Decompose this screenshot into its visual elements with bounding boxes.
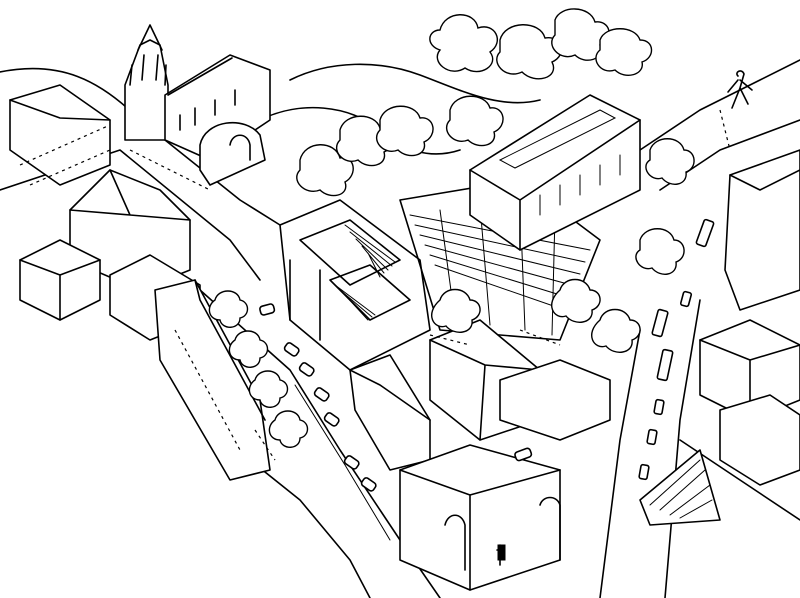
figure-at-entrance — [496, 544, 504, 566]
street-right-vertical — [599, 329, 641, 598]
car-8 — [259, 303, 276, 316]
texture-hatching — [19, 109, 731, 461]
lower-building-a-roof — [349, 369, 431, 421]
right-building-1-roof — [729, 169, 800, 191]
left-building-2-roof — [69, 169, 191, 221]
left-building-1 — [9, 84, 111, 186]
tree-cluster-middle — [296, 95, 695, 275]
central-building-stairs-2 — [334, 284, 376, 321]
car-12 — [638, 463, 650, 481]
upper-right-building-windows — [539, 154, 621, 216]
bus-1 — [651, 308, 669, 338]
street-main-diagonal-edge — [249, 459, 371, 598]
walking-figure — [727, 70, 753, 109]
lower-building-b-roof — [429, 339, 541, 441]
central-building-tier-2 — [329, 264, 411, 321]
long-block-left-windows — [174, 329, 241, 451]
upper-right-building-skylight — [498, 109, 617, 169]
church-chapel — [199, 121, 266, 186]
tree-cluster-top — [429, 8, 653, 80]
street-right-vertical-edge — [664, 299, 701, 598]
gothic-church — [124, 24, 271, 186]
central-building-tier-1 — [299, 219, 401, 286]
parked-cars — [259, 303, 533, 492]
triangle-kiosk — [639, 449, 721, 526]
church-roof-ridge — [167, 57, 233, 96]
car-4 — [323, 412, 340, 427]
car-5 — [343, 455, 360, 470]
lower-building-c — [499, 359, 611, 441]
people — [429, 70, 753, 566]
car-10 — [653, 398, 665, 416]
hatch-church-edge — [129, 149, 211, 191]
corner-building-turret — [539, 496, 561, 561]
plaza-pergola-cross — [439, 199, 556, 336]
hatch-right-street — [719, 109, 731, 151]
car-11 — [646, 428, 658, 446]
right-building-3 — [719, 394, 800, 486]
long-block-left-roofline — [194, 279, 266, 421]
upper-right-building-roof — [469, 119, 641, 251]
car-3 — [313, 387, 330, 402]
long-block-left — [154, 279, 271, 481]
corner-building-roof — [399, 469, 561, 591]
upper-right-long-building — [469, 94, 641, 251]
right-building-1 — [724, 149, 800, 311]
church-windows — [179, 89, 236, 131]
car-9 — [679, 290, 693, 308]
lower-central-buildings — [349, 319, 611, 591]
left-building-3-roof — [19, 259, 101, 321]
car-6 — [360, 477, 377, 492]
car-1 — [283, 342, 300, 357]
triangle-kiosk-hatch — [649, 459, 713, 519]
church-pinnacles — [129, 54, 167, 86]
church-tower — [124, 39, 169, 141]
moving-vehicles — [638, 218, 715, 481]
church-spire — [137, 24, 163, 51]
right-side-buildings — [639, 149, 800, 526]
central-building-stairs — [344, 224, 396, 278]
bus-2 — [656, 348, 674, 382]
hatch-lower-street — [254, 429, 276, 461]
central-stepped-building — [279, 199, 431, 371]
tree-cluster-plaza — [431, 278, 641, 353]
winding-path — [289, 63, 541, 104]
corner-building — [399, 444, 561, 591]
tree-row-left-street — [208, 290, 309, 448]
road-marking — [294, 384, 391, 541]
truck-1 — [695, 218, 715, 248]
church-chapel-arch — [229, 134, 251, 161]
trees — [208, 8, 695, 448]
corner-building-window-1 — [497, 544, 506, 561]
car-7 — [514, 447, 533, 462]
crowd-dots-plaza — [429, 329, 561, 346]
left-building-1-roof — [9, 99, 111, 121]
car-2 — [298, 362, 315, 377]
hatch-upper-left — [19, 124, 111, 186]
upper-right-building-body — [469, 94, 641, 251]
corner-building-entrance — [444, 514, 466, 571]
central-building-wall-lines — [289, 259, 321, 341]
street-top-right — [639, 59, 800, 151]
